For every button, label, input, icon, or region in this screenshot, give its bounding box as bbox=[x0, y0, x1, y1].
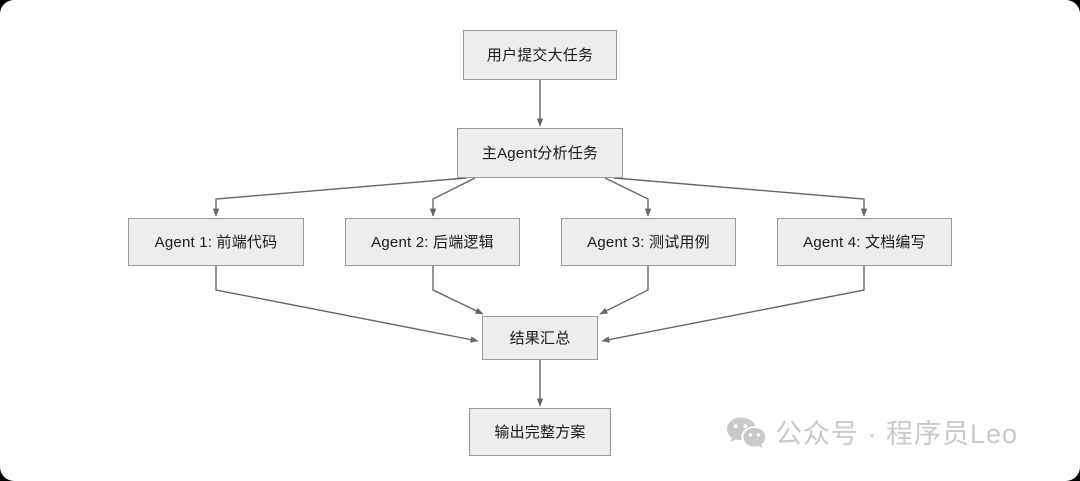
node-label: Agent 3: 测试用例 bbox=[587, 233, 710, 251]
edge-agent-4-to-aggregate bbox=[601, 266, 865, 343]
watermark-text: 公众号 · 程序员Leo bbox=[775, 418, 1019, 449]
watermark: 公众号 · 程序员Leo bbox=[726, 417, 1018, 451]
edge-agent-2-to-aggregate bbox=[432, 266, 484, 315]
edge-main-agent-to-agent-2 bbox=[429, 177, 476, 217]
node-user-submit-task[interactable]: 用户提交大任务 bbox=[463, 30, 617, 80]
node-agent-1-frontend[interactable]: Agent 1: 前端代码 bbox=[128, 218, 304, 266]
node-label: 主Agent分析任务 bbox=[481, 144, 599, 162]
node-label: 结果汇总 bbox=[509, 329, 571, 347]
node-main-agent-analyze[interactable]: 主Agent分析任务 bbox=[457, 128, 623, 178]
edge-main-agent-to-agent-1 bbox=[212, 177, 467, 217]
node-label: Agent 4: 文档编写 bbox=[803, 233, 926, 251]
node-result-aggregate[interactable]: 结果汇总 bbox=[482, 316, 598, 360]
node-agent-3-testcase[interactable]: Agent 3: 测试用例 bbox=[561, 218, 736, 266]
node-label: Agent 1: 前端代码 bbox=[154, 233, 278, 251]
node-label: 输出完整方案 bbox=[494, 423, 586, 441]
node-output-solution[interactable]: 输出完整方案 bbox=[469, 408, 611, 456]
node-agent-2-backend[interactable]: Agent 2: 后端逻辑 bbox=[345, 218, 520, 266]
node-agent-4-docs[interactable]: Agent 4: 文档编写 bbox=[777, 218, 952, 266]
node-label: Agent 2: 后端逻辑 bbox=[371, 233, 494, 251]
node-label: 用户提交大任务 bbox=[486, 46, 594, 64]
wechat-icon bbox=[726, 417, 766, 448]
edge-main-agent-to-agent-4 bbox=[613, 177, 868, 217]
edge-main-agent-to-agent-3 bbox=[604, 177, 652, 217]
edge-agent-3-to-aggregate bbox=[599, 266, 649, 315]
edge-agent-1-to-aggregate bbox=[215, 266, 479, 343]
